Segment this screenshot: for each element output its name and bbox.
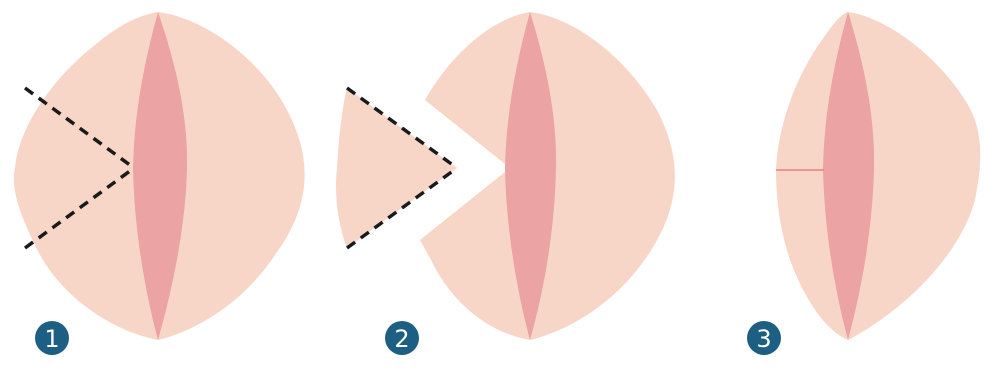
step-1-incision-lines bbox=[23, 86, 136, 250]
step-1-badge: 1 bbox=[35, 321, 69, 355]
step-2-incision-lines bbox=[345, 86, 459, 250]
step-2-number: 2 bbox=[394, 325, 409, 353]
step-1-number: 1 bbox=[44, 325, 59, 353]
step-3-skin-shape bbox=[776, 12, 981, 340]
step-3-defect bbox=[823, 12, 875, 340]
step-2-badge: 2 bbox=[385, 321, 419, 355]
step-2-separated-flap bbox=[336, 88, 457, 248]
step-2: 2 bbox=[336, 12, 675, 355]
step-3: 3 bbox=[747, 12, 981, 355]
step-1-defect bbox=[133, 12, 188, 340]
step-1: 1 bbox=[13, 12, 305, 355]
step-3-number: 3 bbox=[756, 325, 771, 353]
step-2-defect bbox=[505, 12, 557, 340]
step-3-badge: 3 bbox=[747, 321, 781, 355]
